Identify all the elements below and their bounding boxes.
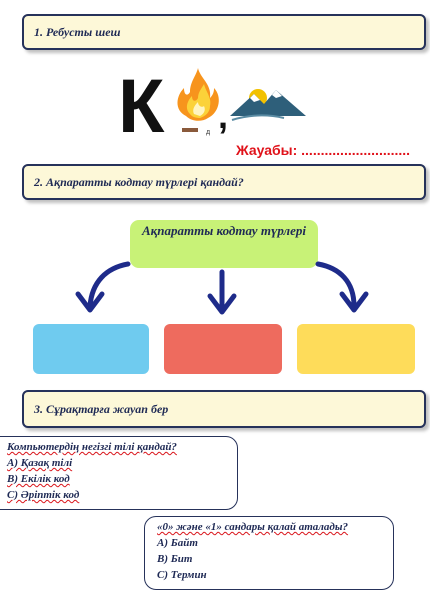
- answer-box-yellow[interactable]: [297, 324, 415, 374]
- question-2-text: «0» және «1» сандары қалай аталады?: [157, 521, 349, 533]
- answer-box-blue[interactable]: [33, 324, 149, 374]
- question-2-option-b[interactable]: В) Бит: [157, 553, 193, 565]
- question-1-option-a[interactable]: А) Қазақ тілі: [7, 457, 73, 469]
- rebus-small-label: д: [206, 129, 210, 136]
- question-1-text: Компьютердің негізгі тілі қандай?: [7, 441, 177, 453]
- task-2-header: 2. Ақпаратты кодтау түрлері қандай?: [22, 164, 426, 200]
- question-1-card: Компьютердің негізгі тілі қандай? А) Қаз…: [0, 436, 238, 510]
- coding-types-center-box: Ақпаратты кодтау түрлері: [130, 220, 318, 268]
- question-1-option-c[interactable]: С) Әріптік код: [7, 489, 80, 501]
- rebus-image: К д ,: [118, 66, 306, 142]
- rebus-letter: К: [118, 66, 165, 142]
- task-1-title: 1. Ребусты шеш: [34, 24, 121, 39]
- question-2-option-c[interactable]: С) Термин: [157, 569, 207, 581]
- hand-icon: [182, 128, 198, 132]
- rebus-comma: ,: [218, 95, 228, 136]
- answer-box-red[interactable]: [164, 324, 282, 374]
- question-2-card: «0» және «1» сандары қалай аталады? А) Б…: [144, 516, 394, 590]
- fire-icon: [177, 68, 219, 121]
- mountain-icon: [230, 89, 306, 121]
- task-3-header: 3. Сұрақтарға жауап бер: [22, 390, 426, 428]
- left-arrow: [75, 261, 131, 313]
- middle-arrow: [207, 269, 237, 315]
- task-1-header: 1. Ребусты шеш: [22, 14, 426, 50]
- answer-line: Жауабы: ............................: [236, 142, 411, 158]
- question-2-option-a[interactable]: А) Байт: [157, 537, 198, 549]
- question-1-option-b[interactable]: В) Екілік код: [7, 473, 70, 485]
- coding-types-label: Ақпаратты кодтау түрлері: [142, 223, 306, 238]
- right-arrow: [315, 261, 369, 313]
- task-3-title: 3. Сұрақтарға жауап бер: [34, 401, 169, 416]
- task-2-title: 2. Ақпаратты кодтау түрлері қандай?: [34, 174, 244, 189]
